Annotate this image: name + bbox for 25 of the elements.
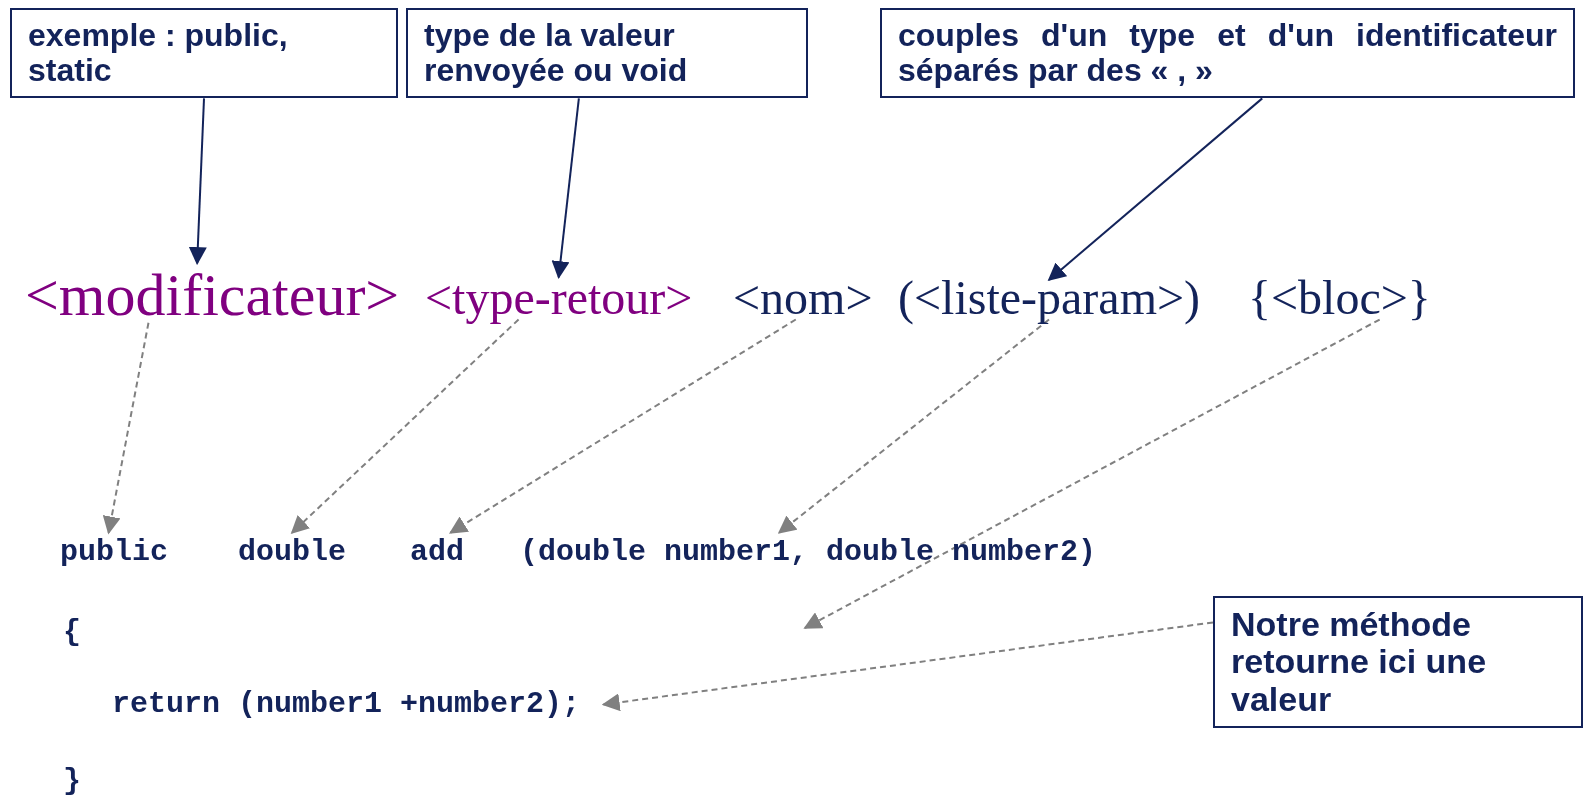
arrow [1047, 97, 1264, 282]
arrow [803, 318, 1381, 629]
syntax-term: <type-retour> [425, 272, 693, 325]
arrow [188, 97, 207, 266]
syntax-term: <nom> [733, 272, 873, 325]
arrow [290, 318, 520, 534]
code-token: (double number1, double number2) [520, 536, 1097, 569]
note-box: exemple : public, static [10, 8, 398, 99]
code-line: { [63, 616, 81, 649]
note-box: type de la valeur renvoyée ou void [406, 8, 808, 99]
code-line: } [63, 765, 81, 798]
syntax-term: <modificateur> [25, 262, 400, 328]
code-line: return (number1 +number2); [112, 688, 581, 721]
arrow [102, 321, 150, 535]
arrow [601, 621, 1214, 712]
arrow [551, 97, 580, 280]
syntax-term: {<bloc>} [1248, 272, 1431, 325]
arrow [777, 318, 1050, 534]
code-token: double [238, 536, 347, 569]
code-token: add [410, 536, 464, 569]
callout-box: Notre méthode retourne ici une valeur [1213, 596, 1583, 729]
code-token: public [60, 536, 169, 569]
note-box: couples d'un type et d'un identificateur séparés par des « , » [880, 8, 1575, 99]
syntax-term: (<liste-param>) [898, 272, 1200, 325]
arrow [449, 318, 797, 534]
